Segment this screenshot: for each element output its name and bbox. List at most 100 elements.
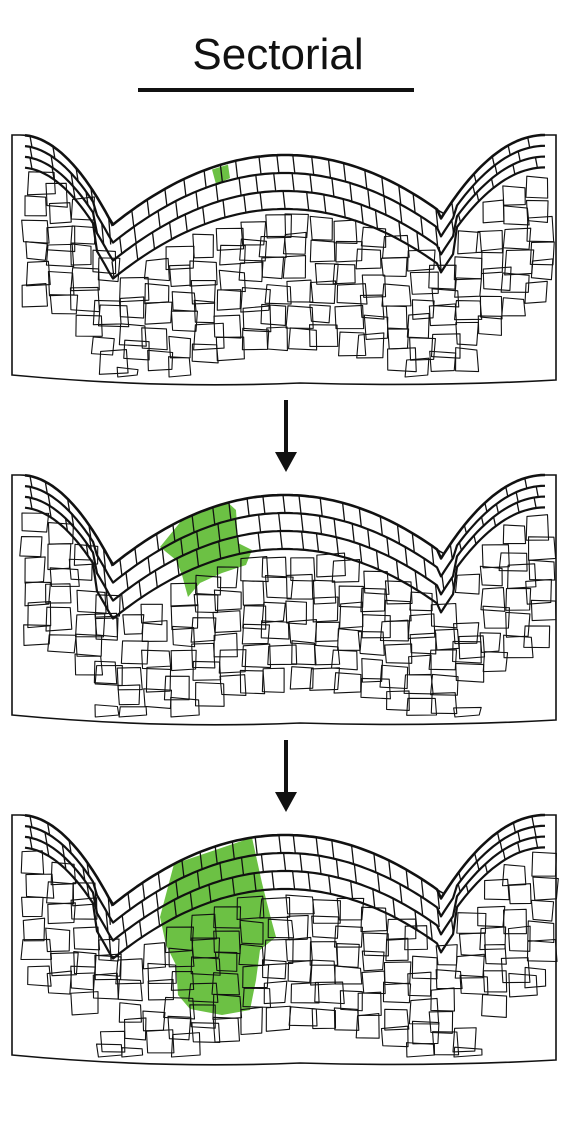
cell-wall	[420, 896, 424, 916]
cell-wall	[399, 883, 403, 904]
cell	[507, 563, 537, 590]
cell	[168, 335, 192, 359]
cell	[25, 873, 55, 899]
cell	[240, 1006, 263, 1036]
cell	[379, 664, 409, 690]
cell	[25, 260, 51, 287]
cell	[95, 1043, 123, 1058]
cell	[264, 574, 294, 599]
cell	[282, 231, 307, 255]
cell-wall	[124, 931, 128, 948]
cell-wall	[458, 542, 463, 551]
cell-wall	[524, 477, 528, 489]
cell	[69, 286, 101, 313]
cell	[355, 1012, 380, 1039]
cell-wall	[72, 186, 76, 200]
cell	[191, 343, 219, 364]
cell	[403, 673, 434, 695]
cell	[482, 605, 510, 629]
cell-wall	[181, 859, 185, 878]
cell	[261, 959, 287, 980]
cell-wall	[175, 201, 179, 219]
cell-wall	[208, 884, 212, 902]
cell	[92, 299, 122, 326]
cell	[333, 219, 358, 245]
cell-wall	[300, 513, 304, 532]
cell-wall	[473, 173, 477, 183]
cell	[189, 260, 218, 287]
cell-wall	[494, 164, 498, 175]
cell	[479, 632, 502, 654]
cell-wall	[292, 155, 296, 174]
cell	[501, 864, 527, 887]
cell-wall	[121, 915, 125, 932]
cell-wall	[480, 516, 485, 526]
cell-wall	[199, 851, 203, 870]
cell	[27, 600, 52, 629]
cell-wall	[395, 560, 400, 580]
cell	[190, 617, 217, 643]
cell	[74, 653, 104, 676]
cell-wall	[154, 570, 158, 588]
cell	[47, 634, 77, 654]
cell-wall	[168, 222, 173, 240]
cell-wall	[484, 502, 488, 512]
cell	[170, 696, 200, 718]
cell	[330, 649, 358, 671]
cell-wall	[175, 880, 179, 899]
cell-wall	[161, 548, 165, 566]
cell-wall	[414, 570, 418, 591]
green-sector	[160, 837, 276, 1015]
cell	[285, 600, 308, 625]
cell-wall	[531, 816, 535, 827]
cell-wall	[372, 889, 376, 909]
cell-wall	[434, 584, 439, 604]
cell	[21, 896, 44, 918]
cell	[213, 314, 242, 339]
cell	[165, 245, 195, 271]
cell	[73, 543, 99, 566]
cell	[479, 565, 503, 587]
cell	[258, 235, 287, 259]
cell-wall	[119, 559, 123, 576]
cell	[141, 620, 168, 642]
cell	[195, 574, 222, 596]
cell	[216, 289, 242, 311]
cell-wall	[512, 822, 517, 833]
cell	[523, 625, 551, 649]
cell-wall	[141, 901, 145, 918]
cell-wall	[457, 214, 462, 223]
diagram-title: Sectorial	[192, 30, 364, 79]
cell-wall	[219, 164, 224, 183]
cell-wall	[103, 566, 107, 589]
cell	[145, 1029, 175, 1054]
cell-wall	[141, 882, 146, 900]
cell-wall	[373, 853, 377, 873]
cell	[404, 357, 430, 378]
cell-wall	[260, 854, 265, 873]
cell-wall	[398, 221, 402, 241]
cell	[242, 964, 270, 989]
cell-wall	[358, 507, 362, 527]
cell-wall	[189, 892, 193, 910]
cell	[117, 684, 141, 706]
cell-wall	[176, 558, 180, 576]
cell	[288, 618, 317, 645]
cell	[119, 276, 150, 303]
cell-wall	[44, 481, 48, 494]
cell-wall	[472, 185, 476, 195]
cell-wall	[291, 871, 296, 890]
cell	[456, 912, 487, 934]
cell	[405, 1042, 436, 1058]
cell	[170, 970, 195, 991]
cell-wall	[476, 861, 480, 871]
cell	[360, 677, 391, 700]
cell	[503, 634, 534, 659]
cell	[453, 706, 482, 718]
cell-wall	[349, 182, 353, 202]
cell	[334, 304, 365, 330]
cell-wall	[29, 146, 33, 159]
cell	[361, 970, 386, 995]
cell	[239, 669, 266, 695]
cell	[331, 558, 361, 583]
